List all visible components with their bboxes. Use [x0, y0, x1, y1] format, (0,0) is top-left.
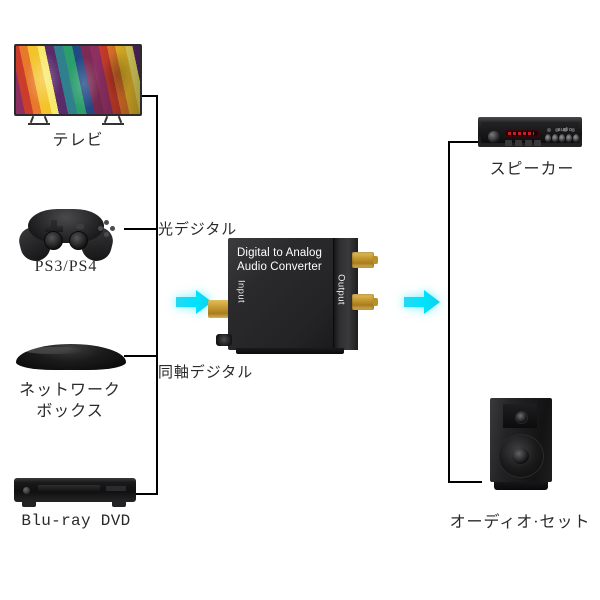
tv-screen: [16, 46, 140, 114]
wire-right-bus-vertical: [448, 141, 450, 483]
optical-connection-label: 光デジタル: [158, 222, 238, 238]
speaker-cabinet: [490, 398, 552, 482]
wire-amplifier-horizontal: [448, 141, 480, 143]
amplifier-body: audio: [478, 117, 582, 147]
tv-stand-left: [28, 116, 50, 125]
rca-input-connector: [208, 300, 230, 318]
speaker-base: [494, 482, 548, 490]
gamepad-stick-left: [44, 231, 63, 250]
gamepad-body: [28, 209, 115, 243]
bluray-display: [106, 486, 126, 491]
arrow-right-icon-input: [176, 288, 212, 316]
rca-output-connector-left: [352, 252, 378, 268]
arrow-right-icon-output: [404, 288, 440, 316]
network-box-label-line1: ネットワーク: [19, 382, 121, 399]
network-box-icon: [16, 340, 126, 376]
television-icon: [14, 44, 142, 125]
network-box-body: [16, 344, 126, 370]
network-box-label-line2: ボックス: [36, 403, 104, 420]
bluray-player-icon: [14, 478, 136, 510]
converter-base: [236, 348, 344, 354]
converter-power-jack: [216, 334, 232, 346]
converter-input-label: Input: [235, 279, 247, 304]
speaker-icon: [490, 398, 552, 490]
gamepad-icon: [14, 203, 118, 265]
bluray-disc-tray: [38, 485, 100, 493]
gamepad-stick-right: [69, 231, 88, 250]
amplifier-brand-text: audio: [557, 127, 572, 133]
speaker-tweeter-panel: [503, 404, 537, 428]
wire-netbox-horizontal: [124, 355, 158, 357]
amplifier-label: スピーカー: [489, 161, 575, 178]
converter-title-line2: Audio Converter: [237, 261, 322, 273]
amplifier-volume-knob: [488, 131, 500, 143]
bluray-label: Blu-ray DVD: [21, 512, 131, 530]
converter-title-line1: Digital to Analog: [237, 247, 323, 259]
amplifier-front-panel: audio: [481, 122, 579, 146]
rca-output-connector-right: [352, 294, 378, 310]
tv-stand-right: [102, 116, 124, 125]
bluray-foot-left: [22, 502, 36, 507]
dac-converter-device: Digital to Analog Audio Converter Input …: [228, 238, 358, 350]
wire-tv-horizontal: [140, 95, 158, 97]
wire-left-bus-vertical: [156, 95, 158, 495]
bluray-power-knob: [23, 487, 30, 494]
amplifier-display: [505, 130, 539, 137]
converter-output-label: Output: [335, 274, 347, 305]
audioset-label: オーディオ·セット: [449, 514, 591, 531]
wire-audioset-horizontal: [448, 481, 482, 483]
television-label: テレビ: [52, 132, 104, 149]
wire-bluray-horizontal: [128, 493, 158, 495]
bluray-body: [14, 478, 136, 502]
wire-console-horizontal: [124, 228, 158, 230]
tv-bezel: [14, 44, 142, 116]
network-box-label: ネットワーク ボックス: [0, 380, 140, 422]
console-label: PS3/PS4: [34, 258, 98, 275]
amplifier-indicator-lights: [547, 128, 577, 133]
gamepad-face-buttons: [98, 220, 116, 238]
speaker-woofer: [498, 434, 544, 478]
amplifier-buttons: [505, 140, 541, 146]
gamepad-ps-button: [76, 224, 84, 229]
coaxial-connection-label: 同軸デジタル: [158, 365, 254, 381]
amplifier-input-jacks: [545, 134, 579, 143]
speaker-tweeter: [515, 411, 528, 424]
amplifier-icon: audio: [478, 117, 582, 150]
converter-title: Digital to Analog Audio Converter: [237, 246, 357, 274]
bluray-foot-right: [112, 502, 126, 507]
